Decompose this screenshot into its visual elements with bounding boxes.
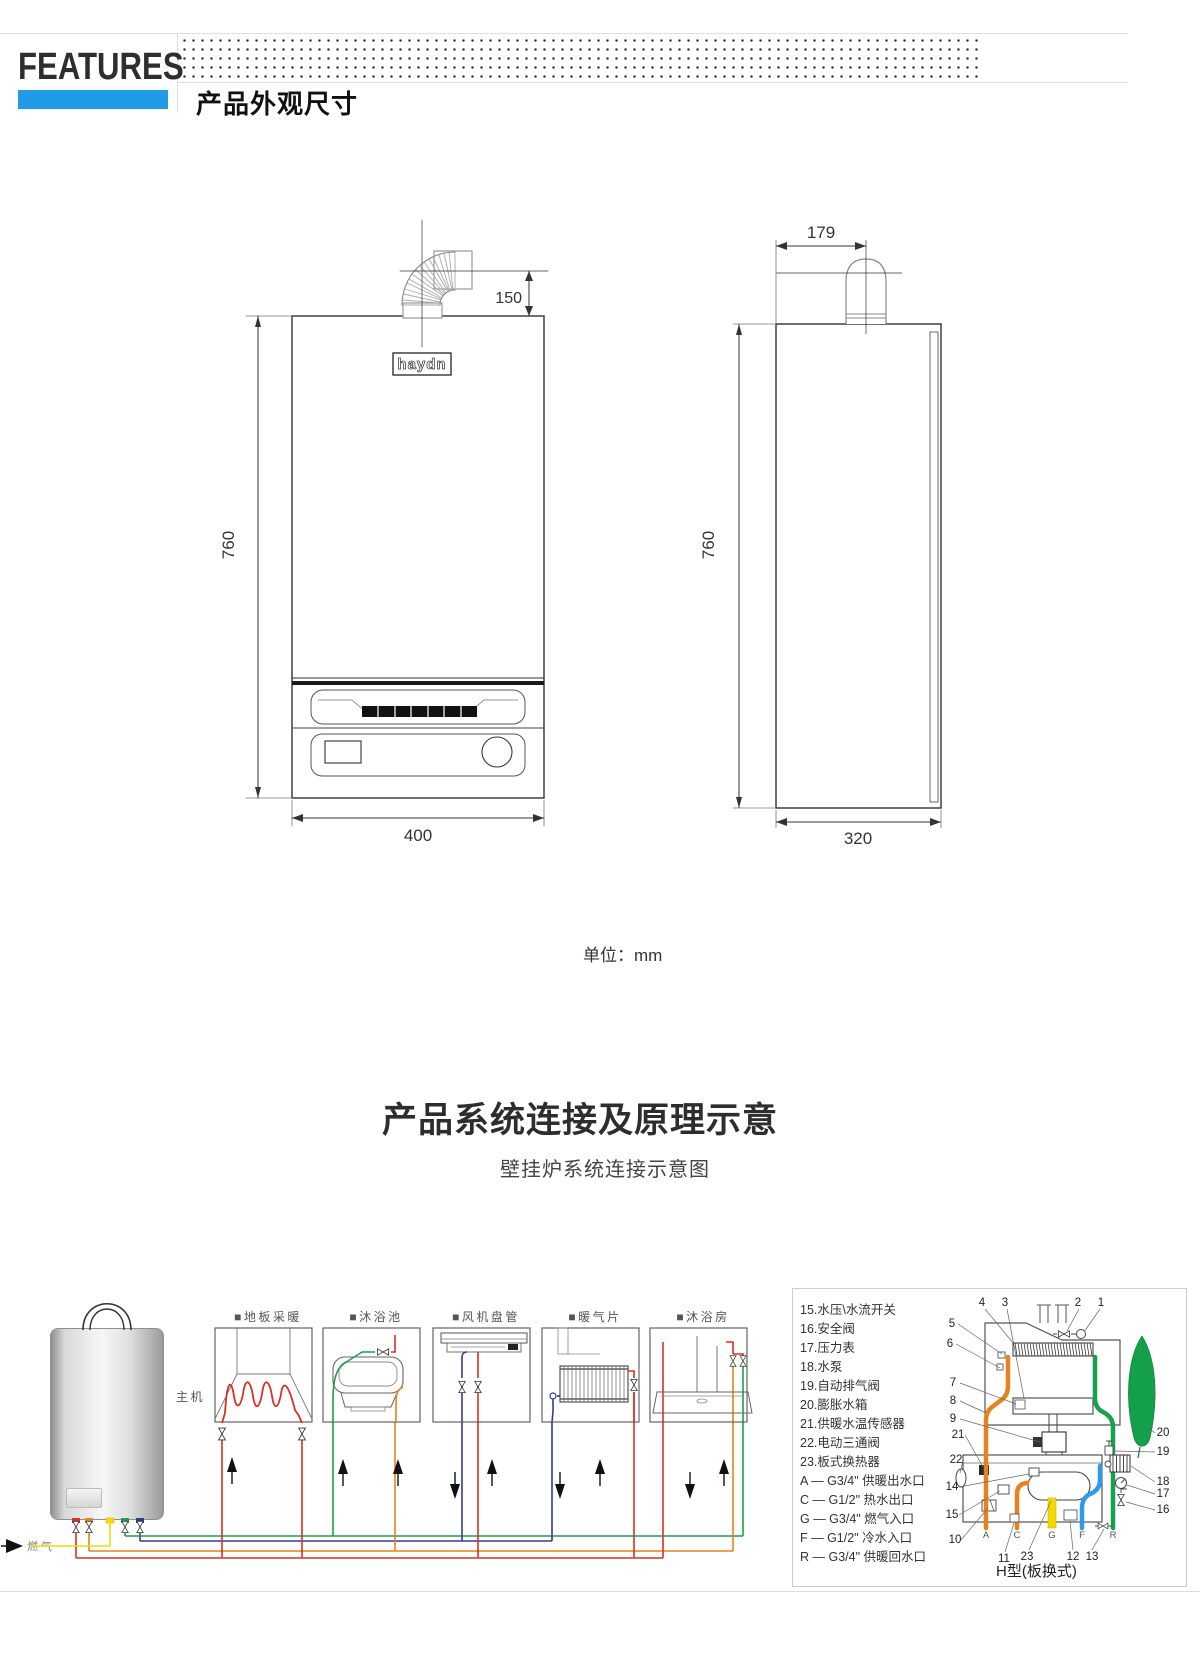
front-width-dim: 400 <box>404 826 432 845</box>
front-flue-height-dim: 150 <box>495 290 522 307</box>
legend-item: 21.供暖水温传感器 <box>800 1417 905 1431</box>
main-unit-label: 主机 <box>176 1390 205 1404</box>
zone-shower-room <box>652 1336 753 1414</box>
section-title-dimensions: 产品外观尺寸 <box>196 89 359 119</box>
brand-logo: haydn <box>397 356 446 373</box>
legend-item: 15.水压\水流开关 <box>800 1303 896 1317</box>
system-section-subtitle: 壁挂炉系统连接示意图 <box>500 1159 710 1181</box>
main-unit-display <box>66 1488 102 1508</box>
legend-item: 22.电动三通阀 <box>800 1436 880 1450</box>
header-vertical-divider <box>177 33 178 112</box>
front-control-knob <box>481 736 513 768</box>
legend-item: A — G3/4" 供暖出水口 <box>800 1474 925 1488</box>
front-view-drawing: 150 haydn 760 <box>219 219 549 845</box>
zone-label-bathtub: ■沐浴池 <box>349 1310 402 1324</box>
top-divider <box>0 33 1128 34</box>
zone-label-floor-heating: ■地板采暖 <box>234 1310 302 1324</box>
zone-label-radiator: ■暖气片 <box>568 1309 621 1324</box>
accent-underline-bar <box>18 90 168 109</box>
dot-pattern-decoration <box>180 36 982 80</box>
legend-item: R — G3/4" 供暖回水口 <box>800 1550 926 1564</box>
legend-item: 20.膨胀水箱 <box>800 1398 868 1412</box>
bottom-divider <box>0 1591 1200 1592</box>
legend-item: 16.安全阀 <box>800 1322 855 1336</box>
header-horizontal-divider <box>177 82 1128 83</box>
legend-item: 19.自动排气阀 <box>800 1379 880 1393</box>
zone-radiator <box>549 1327 638 1423</box>
system-section-title: 产品系统连接及原理示意 <box>381 1101 778 1140</box>
features-heading: FEATURES <box>18 46 184 88</box>
zone-floor-heating <box>214 1328 313 1424</box>
side-view-drawing: 179 760 320 <box>699 223 942 848</box>
legend-item: 18.水泵 <box>800 1360 843 1374</box>
zone-fan-coil <box>440 1332 528 1393</box>
gas-label: 燃气 <box>27 1539 55 1553</box>
boiler-type-label: H型(板换式) <box>996 1563 1077 1580</box>
legend-item: C — G1/2" 热水出口 <box>800 1493 914 1507</box>
front-height-dim: 760 <box>219 531 238 559</box>
unit-note: 单位：mm <box>583 946 663 965</box>
flue-elbow-corrugation <box>401 251 456 306</box>
side-height-dim: 760 <box>699 531 718 559</box>
side-flue-offset-dim: 179 <box>807 223 835 242</box>
zone-bathtub <box>332 1335 404 1422</box>
legend-item: 23.板式换热器 <box>800 1455 880 1469</box>
gas-inlet-arrow-icon <box>6 1539 23 1553</box>
schematic-legend: 15.水压\水流开关 16.安全阀 17.压力表 18.水泵 19.自动排气阀 … <box>800 1301 926 1567</box>
zone-label-fan-coil: ■风机盘管 <box>452 1309 520 1324</box>
zone-label-shower: ■沐浴房 <box>676 1309 729 1324</box>
legend-item: G — G3/4" 燃气入口 <box>800 1512 915 1526</box>
front-display-window <box>324 740 362 764</box>
legend-item: F — G1/2" 冷水入口 <box>800 1531 913 1545</box>
side-depth-dim: 320 <box>844 829 872 848</box>
legend-item: 17.压力表 <box>800 1341 855 1355</box>
